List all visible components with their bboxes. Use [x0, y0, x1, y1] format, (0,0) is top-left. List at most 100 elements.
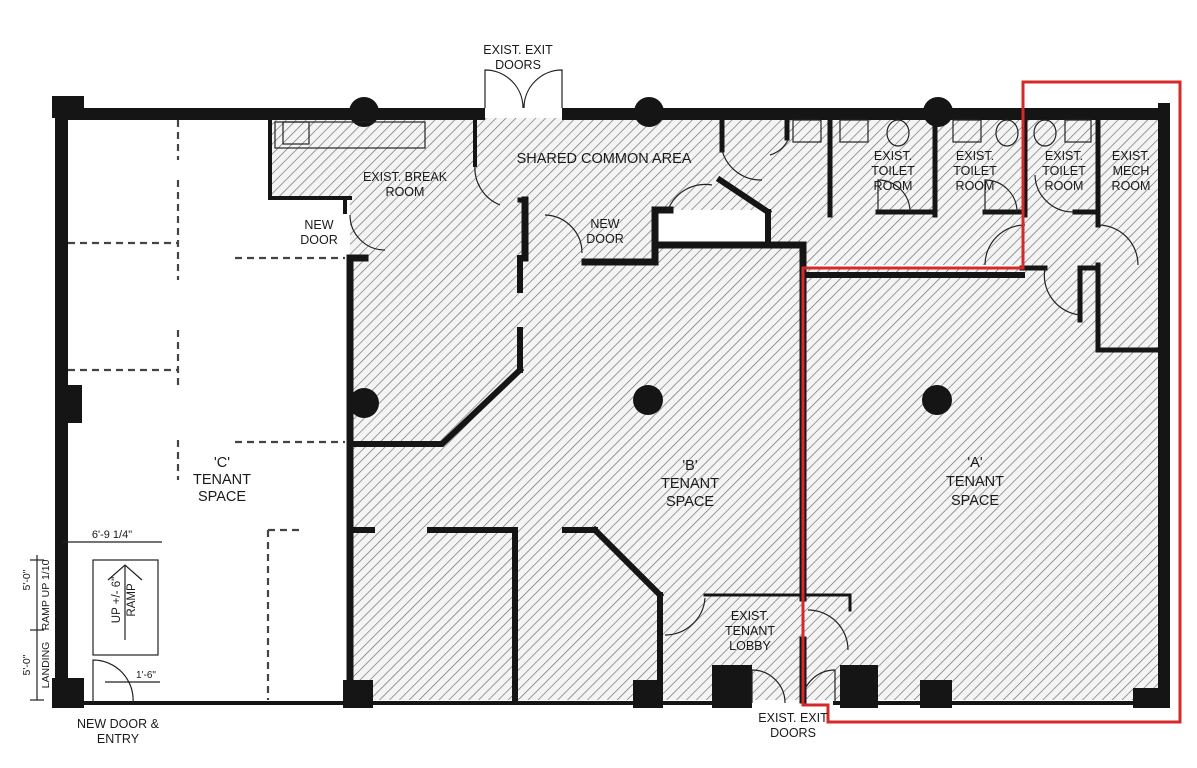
door-new-2	[544, 214, 583, 254]
label-lobby-1: EXIST.	[731, 609, 769, 623]
label-dim-width: 6'-9 1/4"	[92, 529, 132, 541]
labels: EXIST. EXIT DOORS SHARED COMMON AREA EXI…	[77, 43, 1150, 746]
label-break-1: EXIST. BREAK	[363, 170, 448, 184]
wall-common-angle	[715, 175, 773, 217]
door-common-2	[667, 183, 713, 211]
label-toilet3-1: EXIST.	[1045, 149, 1083, 163]
column-mid-2	[633, 385, 663, 415]
exterior-walls	[52, 96, 1170, 708]
label-mech-3: ROOM	[1112, 179, 1151, 193]
door-toilet-3	[877, 179, 911, 213]
door-a-lobby	[1043, 267, 1081, 316]
sink-1	[792, 119, 822, 143]
label-space-c-1: 'C'	[214, 455, 230, 471]
label-exit-bot-1: EXIST. EXIT	[758, 711, 828, 725]
fixtures	[274, 119, 1092, 149]
pier-bottom-3	[712, 665, 752, 708]
hatch-break-room	[270, 118, 475, 255]
door-toilet-2	[769, 139, 789, 156]
sink-4	[1064, 119, 1092, 143]
label-space-a-3: SPACE	[951, 493, 999, 509]
label-exit-top-1: EXIST. EXIT	[483, 43, 553, 57]
label-lobby-3: LOBBY	[729, 639, 771, 653]
column-mid-3	[922, 385, 952, 415]
label-mech-2: MECH	[1113, 164, 1150, 178]
label-toilet3-2: TOILET	[1042, 164, 1086, 178]
hatch-tenant-b	[350, 243, 808, 700]
highlight-outline	[801, 80, 1182, 724]
dashed-partitions	[68, 120, 345, 700]
toilet-2	[995, 119, 1019, 147]
label-toilet2-3: ROOM	[956, 179, 995, 193]
label-mech-1: EXIST.	[1112, 149, 1150, 163]
door-break	[349, 214, 386, 251]
label-dim-ramp-label: RAMP UP 1/10	[40, 559, 52, 630]
ramp-arrow	[107, 564, 143, 640]
toilet-3	[1033, 119, 1057, 147]
label-break-2: ROOM	[386, 185, 425, 199]
corner-block-bottom-right	[1133, 688, 1168, 708]
label-toilet2-1: EXIST.	[956, 149, 994, 163]
column-top-1	[349, 97, 379, 127]
sink-3	[952, 119, 982, 143]
pier-bottom-5	[920, 680, 952, 708]
label-space-a-1: 'A'	[967, 455, 982, 471]
label-space-b-1: 'B'	[682, 458, 697, 474]
label-toilet1-2: TOILET	[871, 164, 915, 178]
hatch-tenant-a	[808, 118, 1163, 700]
label-space-b-3: SPACE	[666, 494, 714, 510]
label-dim-landing-len: 5'-0"	[21, 654, 33, 675]
label-toilet2-2: TOILET	[953, 164, 997, 178]
door-common	[474, 164, 501, 206]
pier-bottom-2	[633, 680, 663, 708]
door-b-lobby	[664, 597, 706, 636]
label-dim-door: 1'-6"	[136, 670, 156, 681]
door-mech	[1097, 224, 1139, 266]
wall-right	[1158, 103, 1170, 708]
sink-2	[839, 119, 869, 143]
hatched-areas	[270, 118, 1163, 700]
interior-walls	[268, 115, 1163, 704]
label-toilet1-3: ROOM	[874, 179, 913, 193]
hatch-common-area	[475, 118, 1022, 265]
corner-block-top-left	[52, 96, 84, 118]
label-new-door-2b: DOOR	[586, 232, 624, 246]
pier-bottom-4	[840, 665, 878, 708]
label-lobby-2: TENANT	[725, 624, 775, 638]
wall-b-diagonal	[347, 365, 525, 447]
door-entry	[92, 659, 134, 704]
door-exit-top	[484, 69, 563, 109]
columns	[349, 97, 953, 418]
counter-break	[274, 121, 426, 149]
ramp-outline	[92, 559, 159, 656]
label-ramp-up: UP +/- 6"	[111, 577, 123, 623]
wall-left-pier	[55, 385, 82, 423]
label-exit-bot-2: DOORS	[770, 726, 816, 740]
door-swings	[92, 69, 1139, 704]
column-mid-1	[349, 388, 379, 418]
label-dim-landing-label: LANDING	[40, 642, 52, 689]
label-exit-top-2: DOORS	[495, 58, 541, 72]
label-space-a-2: TENANT	[946, 474, 1004, 490]
label-space-c-3: SPACE	[198, 489, 246, 505]
label-space-b-2: TENANT	[661, 476, 719, 492]
label-entry-1: NEW DOOR &	[77, 717, 160, 731]
label-ramp: RAMP	[126, 583, 138, 617]
door-toilet-1	[721, 149, 763, 181]
label-entry-2: ENTRY	[97, 732, 140, 746]
wall-b-low-5	[590, 525, 665, 600]
label-space-c-2: TENANT	[193, 472, 251, 488]
column-top-2	[634, 97, 664, 127]
door-toilet-5	[1034, 174, 1074, 213]
wall-top-right	[562, 108, 1167, 120]
door-toilet-4	[984, 179, 1018, 213]
label-toilet3-3: ROOM	[1045, 179, 1084, 193]
ramp-area	[30, 541, 162, 701]
label-new-door-1b: DOOR	[300, 233, 338, 247]
label-new-door-1a: NEW	[304, 218, 333, 232]
door-a-lobby-2	[807, 609, 849, 651]
toilet-1	[886, 119, 910, 147]
label-toilet1-1: EXIST.	[874, 149, 912, 163]
rotated-labels: 5'-0" RAMP UP 1/10 5'-0" LANDING UP +/- …	[21, 559, 138, 688]
